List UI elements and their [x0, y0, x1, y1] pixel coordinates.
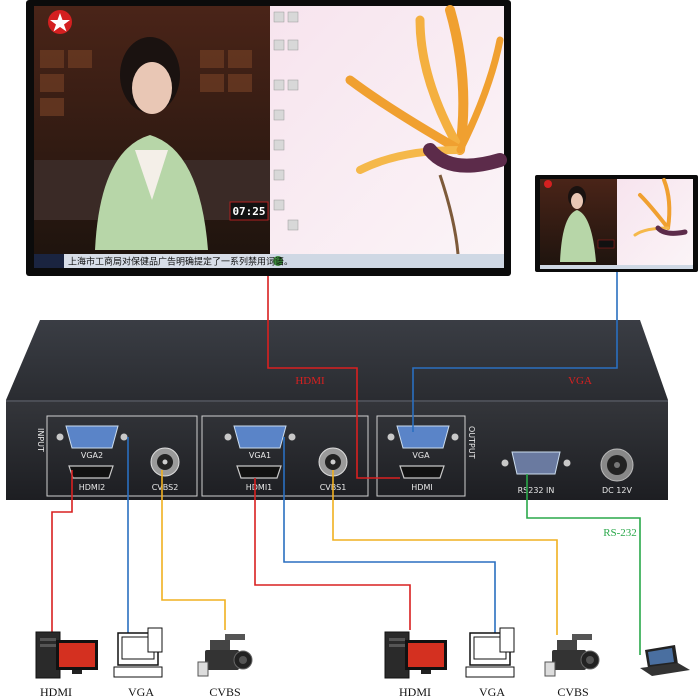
output-section-label: OUTPUT [467, 426, 476, 459]
vga-source-1: VGA [113, 627, 163, 699]
rs232-cable-label: RS-232 [603, 527, 637, 539]
pc-monitor-icon [465, 627, 515, 678]
vga-out-label: VGA [412, 451, 430, 460]
vga1-port[interactable]: VGA1 [224, 425, 296, 460]
source-1-label: HDMI [40, 685, 72, 699]
pc-tower-icon [35, 631, 98, 679]
switcher-device: INPUT OUTPUT VGA2 HDMI2 CVBS2 VGA1 [6, 320, 668, 500]
hdmi1-label: HDMI1 [246, 483, 273, 492]
vga2-label: VGA2 [81, 451, 103, 460]
clock-display: 07:25 [232, 205, 265, 218]
source-2-label: VGA [128, 685, 154, 699]
dc-label: DC 12V [602, 486, 632, 495]
cvbs-source-2: CVBS [544, 634, 600, 699]
news-ticker-bar [34, 254, 270, 268]
vga1-label: VGA1 [249, 451, 271, 460]
news-broadcast-image: 07:25 [34, 6, 270, 254]
source-4-label: HDMI [399, 685, 431, 699]
hdmi-out-port[interactable]: HDMI [399, 465, 445, 492]
vga-output-cable-label: VGA [568, 375, 592, 387]
hdmi2-label: HDMI2 [79, 483, 106, 492]
hdmi-out-label: HDMI [411, 483, 432, 492]
hdmi2-input-cable [51, 470, 73, 635]
laptop-icon [640, 645, 690, 676]
source-6-label: CVBS [557, 685, 588, 699]
dc-power-port[interactable]: DC 12V [600, 448, 634, 495]
rs232-label: RS232 IN [518, 486, 555, 495]
vga-out-port[interactable]: VGA [387, 425, 459, 460]
news-ticker-text: 上海市工商局对保健品广告明确提定了一系列禁用词语。 [68, 256, 293, 268]
cvbs-source-1: CVBS [197, 634, 253, 699]
desktop-wallpaper [270, 5, 507, 268]
cvbs1-input-cable [332, 470, 558, 635]
source-5-label: VGA [479, 685, 505, 699]
vga2-port[interactable]: VGA2 [56, 425, 128, 460]
secondary-monitor [535, 175, 698, 272]
flower-image [345, 5, 507, 255]
rs232-cable [526, 474, 641, 655]
cvbs2-label: CVBS2 [152, 483, 179, 492]
vga-output-cable [412, 272, 618, 432]
pc-tower-icon [384, 631, 447, 679]
hdmi-output-cable-label: HDMI [295, 375, 325, 387]
camcorder-icon [197, 634, 253, 677]
hdmi-source-2: HDMI [384, 631, 447, 699]
source-3-label: CVBS [209, 685, 240, 699]
cvbs2-port[interactable]: CVBS2 [150, 447, 180, 492]
rs232-port[interactable]: RS232 IN [501, 451, 571, 495]
hdmi-source-1: HDMI [35, 631, 98, 699]
cvbs2-input-cable [161, 470, 226, 630]
pc-monitor-icon [113, 627, 163, 678]
cables [51, 272, 641, 655]
main-monitor: 07:25 [26, 0, 511, 276]
input-section-label: INPUT [36, 428, 45, 452]
camcorder-icon [544, 634, 600, 677]
hdmi1-port[interactable]: HDMI1 [236, 465, 282, 492]
vga-source-2: VGA [465, 627, 515, 699]
hdmi-output-cable [267, 276, 400, 479]
hdmi1-input-cable [254, 478, 411, 630]
vga1-input-cable [283, 437, 496, 635]
